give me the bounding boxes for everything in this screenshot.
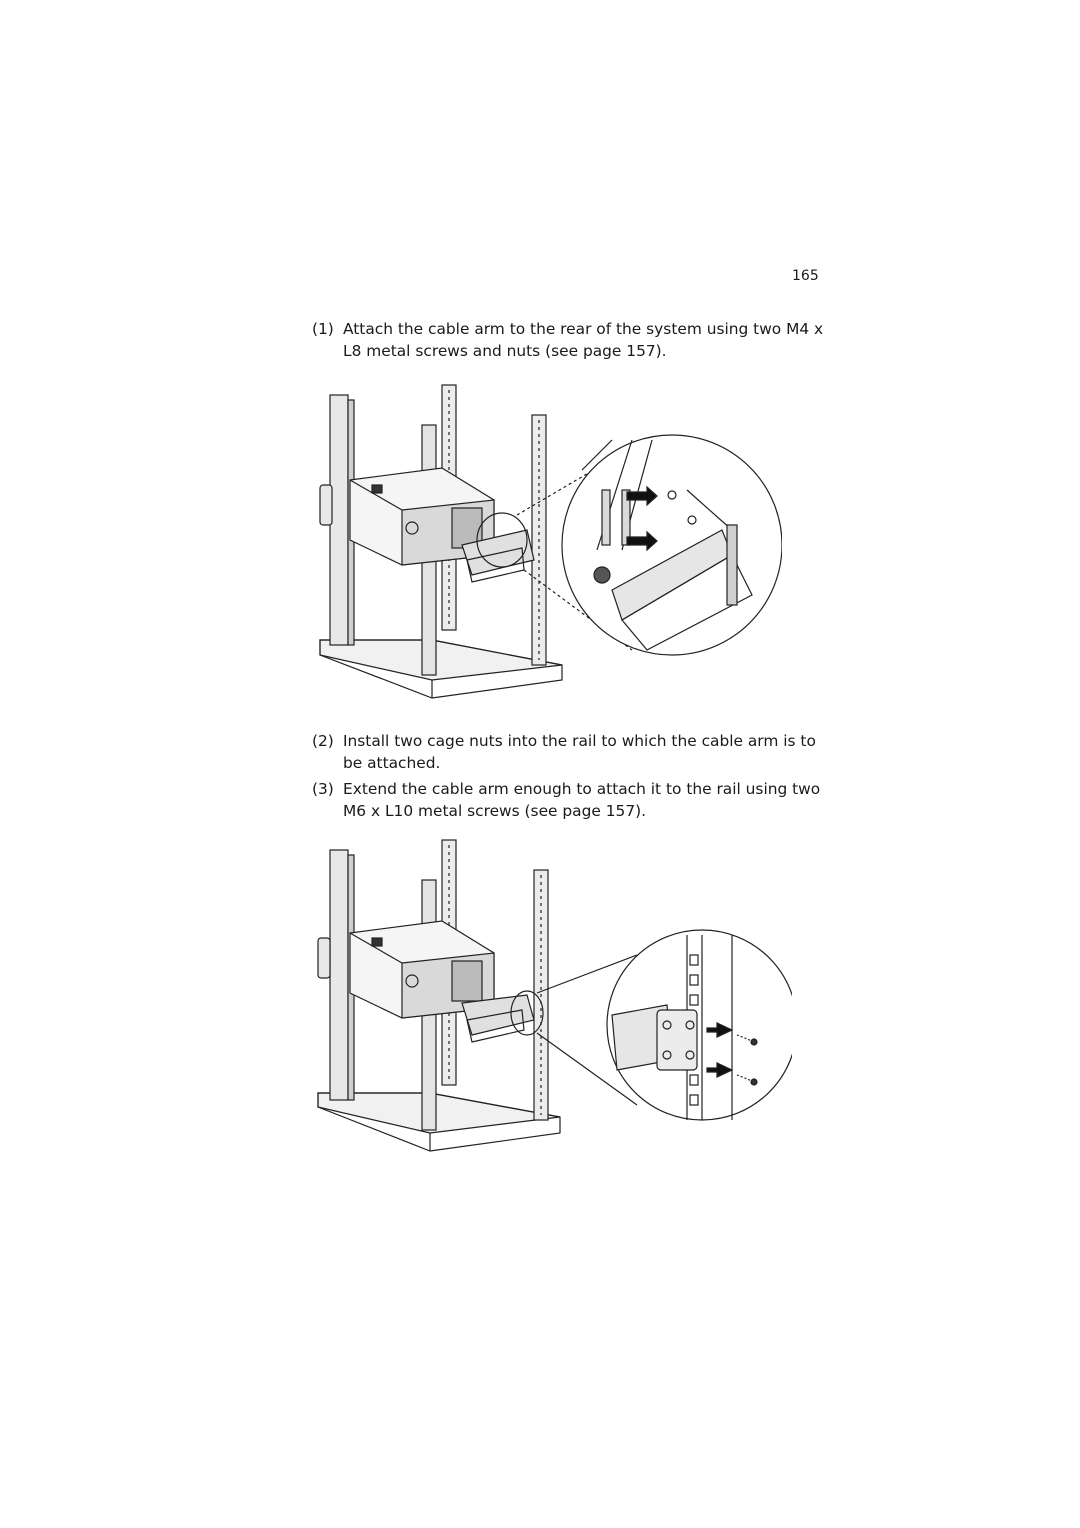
figure-cable-arm-rear-attach [312, 380, 782, 705]
step-number: (2) [312, 732, 334, 750]
step-text: Extend the cable arm enough to attach it… [343, 780, 821, 820]
step-number: (1) [312, 320, 334, 338]
rack-illustration-1 [319, 384, 782, 699]
step-text: Attach the cable arm to the rear of the … [343, 320, 824, 360]
step-number: (3) [312, 780, 334, 798]
step-1: (1) Attach the cable arm to the rear of … [312, 318, 832, 362]
step-2: (2) Install two cage nuts into the rail … [312, 730, 832, 774]
figure-cable-arm-rail-attach [312, 835, 792, 1160]
step-3: (3) Extend the cable arm enough to attac… [312, 778, 832, 822]
page-number: 165 [792, 268, 819, 284]
step-text: Install two cage nuts into the rail to w… [343, 732, 816, 772]
rack-illustration-2 [317, 839, 792, 1152]
